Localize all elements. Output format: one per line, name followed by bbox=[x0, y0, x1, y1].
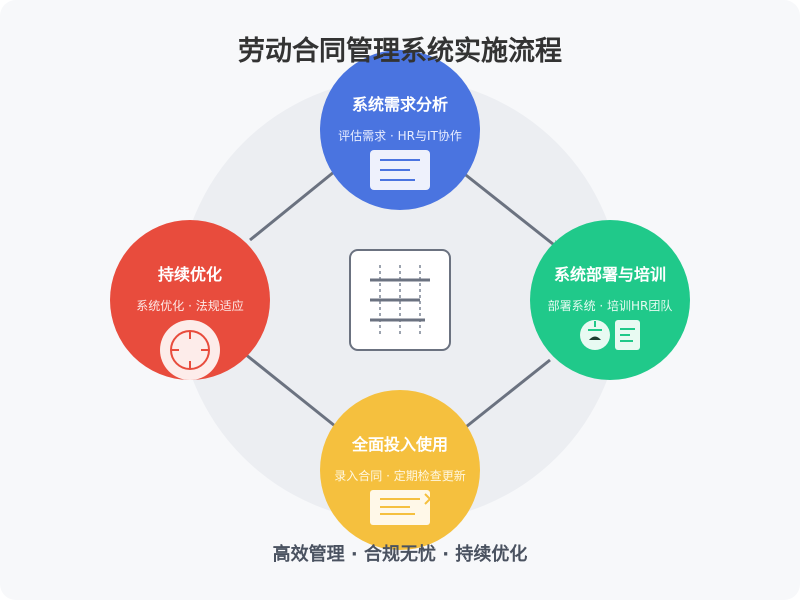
step-subtitle: 系统优化 · 法规适应 bbox=[136, 298, 243, 313]
step-subtitle: 评估需求 · HR与IT协作 bbox=[338, 128, 462, 143]
step-deploy: 系统部署与培训 部署系统 · 培训HR团队 bbox=[530, 220, 690, 380]
power-icon bbox=[580, 320, 610, 350]
step-title: 持续优化 bbox=[158, 265, 222, 284]
document-icon bbox=[615, 320, 640, 350]
step-subtitle: 部署系统 · 培训HR团队 bbox=[548, 298, 673, 313]
step-title: 系统部署与培训 bbox=[554, 265, 666, 284]
arrows bbox=[237, 161, 561, 440]
footer-slogan: 高效管理 · 合规无忧 · 持续优化 bbox=[273, 543, 528, 565]
step-analysis: 系统需求分析 评估需求 · HR与IT协作 bbox=[320, 50, 480, 210]
contract-icon bbox=[370, 490, 432, 525]
table-icon bbox=[349, 249, 451, 351]
arrow-deploy-to-use bbox=[449, 358, 551, 440]
step-subtitle: 录入合同 · 定期检查更新 bbox=[334, 468, 465, 483]
step-use: 全面投入使用 录入合同 · 定期检查更新 bbox=[320, 390, 480, 550]
step-title: 系统需求分析 bbox=[352, 95, 448, 114]
step-title: 全面投入使用 bbox=[351, 435, 448, 454]
arrow-optimize-to-analysis bbox=[249, 161, 348, 242]
page-title: 劳动合同管理系统实施流程 bbox=[238, 35, 562, 67]
step-optimize: 持续优化 系统优化 · 法规适应 bbox=[110, 220, 270, 380]
arrow-analysis-to-deploy bbox=[461, 170, 561, 250]
document-icon bbox=[370, 150, 430, 190]
arrow-use-to-optimize bbox=[237, 348, 341, 432]
target-icon bbox=[160, 320, 220, 380]
